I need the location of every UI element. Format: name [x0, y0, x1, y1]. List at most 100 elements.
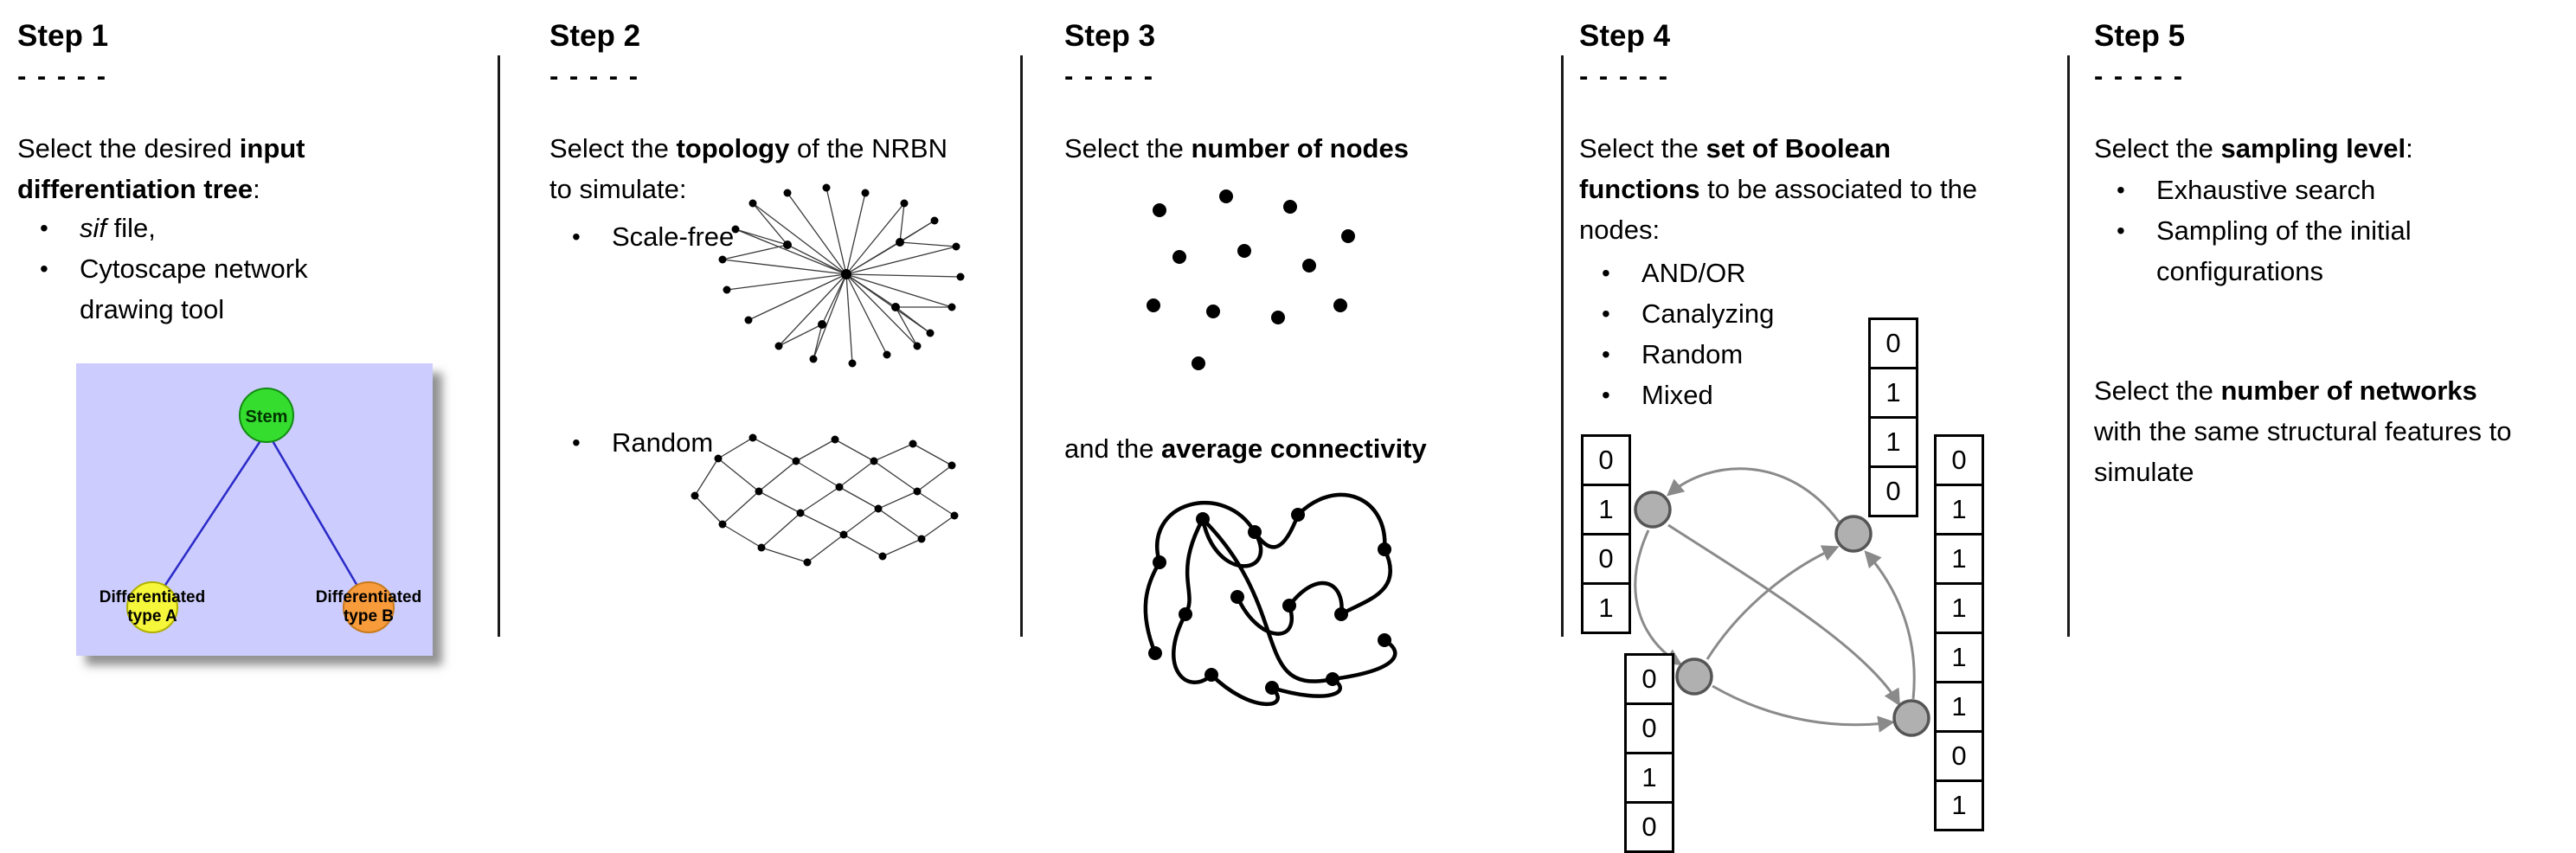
type-b-label-line2: type B: [344, 607, 394, 625]
step-3-title: Step 3: [1064, 19, 1156, 53]
step-column-1: Step 1 - - - - - Select the desired inpu…: [17, 0, 491, 850]
step-column-5: Step 5 - - - - - Select the sampling lev…: [2094, 0, 2570, 850]
type-b-label-line1: Differentiated: [316, 588, 421, 606]
step-2-bullet-scale-free: •Scale-free: [549, 216, 809, 257]
type-a-circle: [126, 581, 178, 633]
step-column-4: Step 4 - - - - - Select the set of Boole…: [1579, 0, 2064, 853]
bullet-marker: •: [572, 223, 581, 250]
step-3-intro: Select the number of nodes: [1064, 133, 1409, 164]
bullet-marker: •: [1602, 382, 1610, 408]
boolean-network-arrows: [1634, 467, 1930, 737]
differentiation-tree-graphic: Stem Differentiated type A Differentiate…: [76, 363, 433, 656]
bullet-item-cytoscape: •Cytoscape network drawing tool: [17, 248, 389, 330]
step-1-dashes: - - - - -: [17, 61, 108, 91]
boolean-network-graphic: 0 1 1 0 0 1 0 1 0 1 1 1 1 1 0 1 0 0 1 0: [1581, 307, 1988, 853]
bullet-marker: •: [2117, 176, 2125, 203]
scale-free-nodes: [718, 183, 965, 368]
truth-table-cell: 1: [1934, 582, 1984, 634]
truth-table-cell: 0: [1934, 730, 1984, 782]
truth-table-top: 0 1 1 0: [1868, 317, 1918, 517]
step-4-intro: Select the set of Boolean functions to b…: [1579, 133, 1978, 245]
scale-free-edges: [722, 187, 961, 364]
step-2-title: Step 2: [549, 19, 641, 53]
stem-label: Stem: [246, 407, 288, 426]
bullet-item-random-functions: •Random: [1579, 334, 1865, 375]
bullet-item-random: •Random: [549, 422, 809, 463]
step-4-title: Step 4: [1579, 19, 1671, 53]
truth-table-cell: 1: [1934, 779, 1984, 831]
truth-table-cell: 0: [1868, 465, 1918, 517]
step-2-intro: Select the topology of the NRBN to simul…: [549, 133, 948, 204]
bullet-item-sampling: •Sampling of the initial configurations: [2094, 210, 2475, 292]
bullet-marker: •: [1602, 300, 1610, 327]
truth-table-cell: 0: [1868, 317, 1918, 369]
truth-table-cell: 1: [1868, 416, 1918, 468]
type-a-label-line2: type A: [127, 607, 177, 625]
boolean-nodes: [1634, 491, 1930, 737]
step-5-second: Select the number of networks with the s…: [2094, 375, 2512, 487]
differentiation-tree-image: Stem Differentiated type A Differentiate…: [76, 363, 433, 656]
column-divider-1: [498, 55, 500, 637]
scale-free-network-graphic: [701, 177, 978, 385]
bullet-marker: •: [1602, 341, 1610, 368]
type-a-node: Differentiated type A: [100, 581, 205, 633]
step-3-second: and the average connectivity: [1064, 433, 1427, 464]
stem-node: Stem: [239, 388, 294, 443]
column-divider-3: [1561, 55, 1564, 637]
truth-table-cell: 1: [1934, 681, 1984, 733]
step-2-dashes: - - - - -: [549, 61, 640, 91]
step-5-intro: Select the sampling level:: [2094, 133, 2413, 164]
tree-edges: [152, 439, 369, 603]
random-edges: [694, 437, 955, 563]
bullet-item-sif-file: •sif file,: [17, 208, 389, 248]
type-b-node: Differentiated type B: [316, 581, 421, 633]
gene-node-1: [1634, 491, 1672, 529]
tree-edge-right: [270, 439, 369, 603]
step-4-dashes: - - - - -: [1579, 61, 1670, 91]
bullet-item-exhaustive: •Exhaustive search: [2094, 170, 2475, 210]
step-2-bullet-random: •Random: [549, 422, 809, 463]
truth-table-cell: 0: [1581, 533, 1631, 585]
step-3-dashes: - - - - -: [1064, 61, 1155, 91]
bullet-marker: •: [1602, 260, 1610, 286]
gene-node-4: [1892, 699, 1930, 737]
step-5-dashes: - - - - -: [2094, 61, 2185, 91]
bullet-item-mixed: •Mixed: [1579, 375, 1865, 415]
random-nodes: [691, 433, 959, 567]
step-column-2: Step 2 - - - - - Select the topology of …: [549, 0, 1018, 850]
step-4-bullet-list: •AND/OR •Canalyzing •Random •Mixed: [1579, 253, 1865, 415]
truth-table-cell: 0: [1624, 653, 1674, 705]
scatter-dots: [1147, 189, 1355, 370]
column-divider-2: [1020, 55, 1023, 637]
truth-table-cell: 1: [1934, 632, 1984, 683]
stem-circle: [239, 388, 294, 443]
nodes-scatter-graphic: [1129, 186, 1372, 385]
truth-table-right: 0 1 1 1 1 1 0 1: [1934, 434, 1984, 831]
tree-edge-left: [152, 439, 263, 603]
gene-node-2: [1834, 515, 1873, 553]
truth-table-bottom: 0 0 1 0: [1624, 653, 1674, 853]
step-5-title: Step 5: [2094, 19, 2186, 53]
truth-table-cell: 0: [1624, 801, 1674, 853]
truth-table-left: 0 1 0 1: [1581, 434, 1631, 634]
gene-node-3: [1675, 657, 1713, 696]
column-divider-4: [2067, 55, 2070, 637]
connectivity-nodes: [1148, 508, 1391, 695]
step-1-intro: Select the desired input differentiation…: [17, 133, 305, 204]
bullet-marker: •: [40, 215, 48, 241]
type-b-circle: [343, 581, 395, 633]
bullet-marker: •: [572, 429, 581, 456]
truth-table-cell: 0: [1581, 434, 1631, 486]
connectivity-graphic: [1121, 471, 1415, 731]
step-1-bullet-list: •sif file, •Cytoscape network drawing to…: [17, 208, 389, 330]
bullet-item-scale-free: •Scale-free: [549, 216, 809, 257]
bullet-item-canalyzing: •Canalyzing: [1579, 293, 1865, 334]
truth-table-cell: 1: [1624, 752, 1674, 804]
step-5-bullet-list: •Exhaustive search •Sampling of the init…: [2094, 170, 2475, 292]
truth-table-cell: 1: [1581, 582, 1631, 634]
type-a-label-line1: Differentiated: [100, 588, 205, 606]
step-column-3: Step 3 - - - - - Select the number of no…: [1064, 0, 1559, 850]
truth-table-cell: 1: [1581, 484, 1631, 536]
random-network-graphic: [679, 414, 973, 587]
connectivity-curves: [1143, 492, 1397, 707]
